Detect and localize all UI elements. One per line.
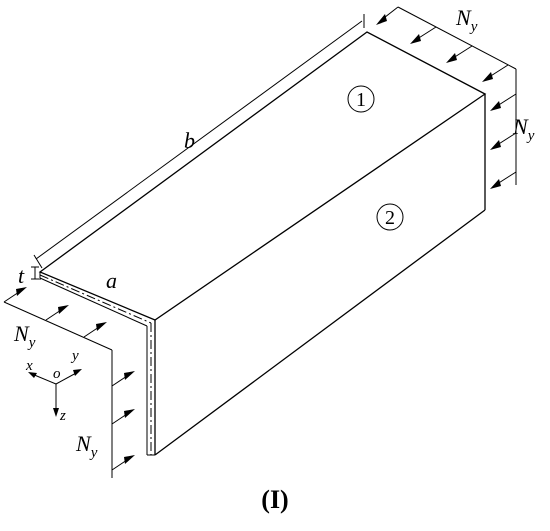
x-axis [31, 373, 57, 385]
dimension-b-tick-left [33, 254, 43, 269]
load-arrow [446, 45, 473, 63]
load-arrow [83, 322, 107, 338]
section-thickness [39, 272, 155, 456]
load-arrow [482, 64, 509, 82]
face-label-2: 2 [376, 203, 404, 231]
load-arrow [490, 93, 517, 111]
x-axis-label: x [25, 358, 33, 374]
load-right-side: Ny [490, 69, 535, 189]
load-arrow [376, 6, 399, 25]
load-left-side: Ny [75, 350, 135, 478]
face-label-1: 1 [347, 85, 375, 113]
load-left-top-label: Ny [13, 321, 36, 351]
load-arrow [490, 171, 517, 189]
dimension-t-label: t [18, 263, 25, 288]
coordinate-axes: x y o z [25, 348, 82, 424]
face-label-1-circle [347, 85, 375, 113]
face-label-2-circle [376, 203, 404, 231]
dimension-b: b [33, 14, 365, 269]
bottom-long-edge [154, 209, 486, 456]
y-axis-label: y [70, 348, 79, 364]
midline-top-dashed [39, 274, 152, 324]
load-left-top-baseline [3, 301, 113, 351]
load-arrow [45, 305, 69, 321]
dimension-a: a [106, 268, 117, 293]
thickness-line-top-inner [39, 277, 148, 327]
load-arrow [490, 132, 517, 150]
load-arrow [3, 287, 27, 303]
dimension-b-line [35, 20, 363, 260]
load-arrow [111, 455, 135, 471]
figure-label: (I) [261, 485, 288, 514]
load-right-top-baseline [397, 6, 517, 70]
load-right-side-label: Ny [512, 114, 535, 144]
dimension-t: t [18, 263, 39, 288]
load-arrow [111, 371, 135, 387]
origin-label: o [53, 366, 61, 382]
load-right-top-label: Ny [455, 5, 478, 35]
box-outline [38, 31, 487, 456]
face-label-2-text: 2 [385, 207, 395, 229]
face-label-1-text: 1 [356, 89, 366, 111]
load-left-top: Ny [3, 287, 113, 351]
load-arrow [111, 409, 135, 425]
dimension-a-label: a [106, 268, 117, 293]
load-left-side-label: Ny [75, 431, 98, 461]
dimension-b-label: b [184, 128, 195, 153]
load-right-top: Ny [376, 5, 517, 82]
load-arrow [410, 26, 437, 44]
z-axis-label: z [59, 408, 66, 424]
